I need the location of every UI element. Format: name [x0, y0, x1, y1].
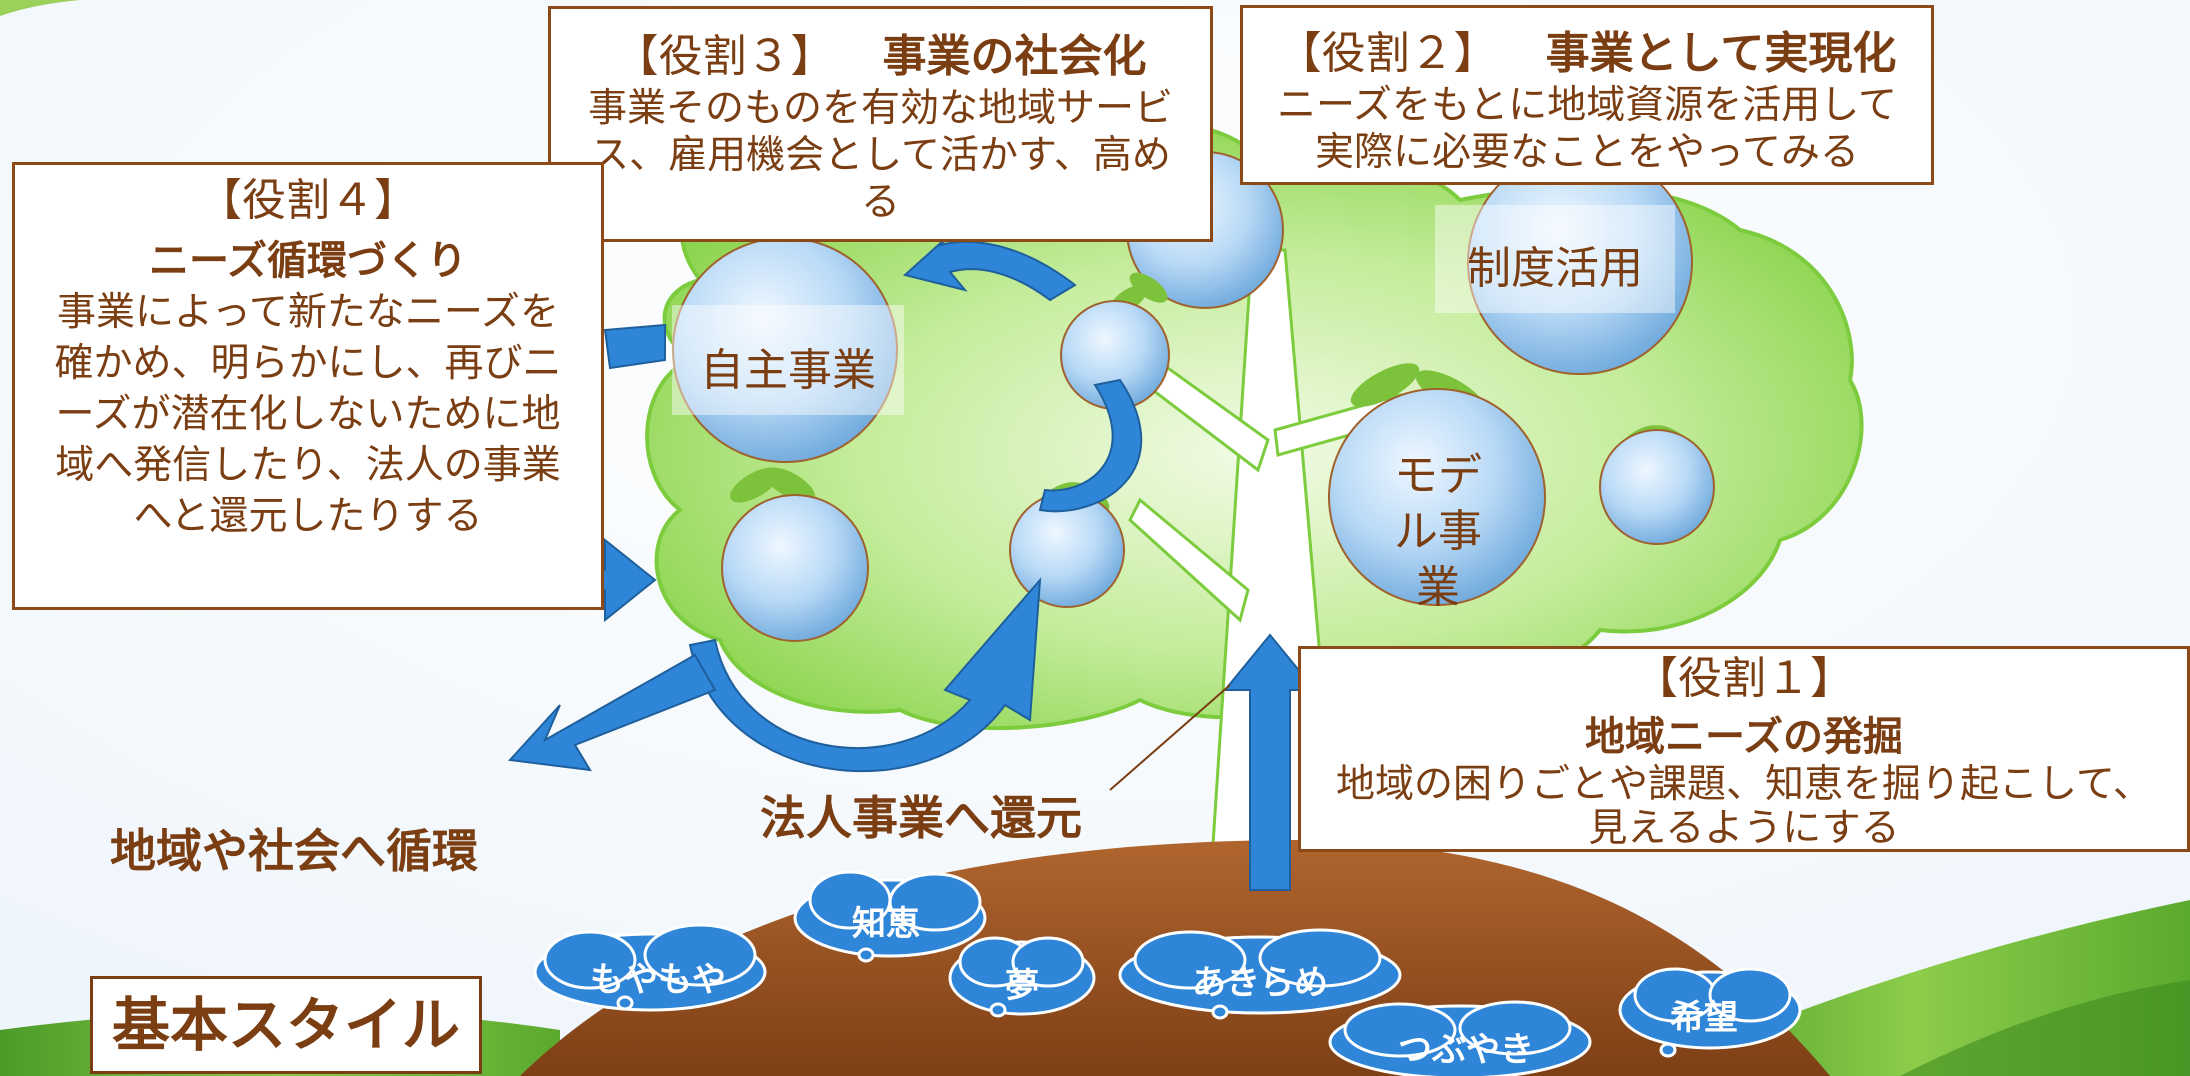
word-clouds: [533, 870, 1802, 1076]
role2-body: ニーズをもとに地域資源を活用して実際に必要なことをやってみる: [1276, 83, 1898, 175]
arrow-from-left-box: [603, 323, 666, 370]
role1-body: 地域の困りごとや課題、知恵を掘り起こして、見えるようにする: [1336, 762, 2152, 851]
arrow-trunk-up: [1222, 633, 1318, 891]
cloud-tsubuyaki: [1328, 1000, 1592, 1076]
return-to-business-label: 法人事業へ還元: [760, 791, 1082, 845]
role3-box: 【役割３】 事業の社会化 事業そのものを有効な地域サービス、雇用機会として活かす…: [548, 6, 1213, 242]
arrow-right-curve: [1038, 378, 1143, 513]
fruit-model-business: [1328, 363, 1546, 606]
cloud-label-akirame: あきらめ: [1192, 963, 1328, 1003]
role1-title: 地域ニーズの発掘: [1585, 714, 1903, 760]
role3-label: 【役割３】: [614, 31, 835, 82]
cloud-chie: [793, 870, 987, 963]
role1-label: 【役割１】: [1634, 653, 1854, 704]
system-use-label-bg: [1435, 205, 1675, 313]
basic-style-box: 基本スタイル: [90, 976, 482, 1074]
cloud-kibou: [1618, 967, 1802, 1058]
role4-title: ニーズ循環づくり: [149, 238, 467, 284]
cloud-label-kibou: 希望: [1670, 998, 1738, 1038]
role3-title-line: 【役割３】 事業の社会化: [551, 29, 1210, 85]
cloud-moyamoya: [533, 923, 767, 1012]
role2-label: 【役割２】: [1277, 28, 1498, 79]
self-business-label-bg: [672, 305, 904, 415]
cycle-arrows: [507, 229, 1318, 891]
role3-title: 事業の社会化: [882, 31, 1147, 82]
cloud-label-yume: 夢: [1005, 966, 1039, 1006]
cloud-akirame: [1118, 928, 1402, 1020]
role3-body: 事業そのものを有効な地域サービス、雇用機会として活かす、高める: [587, 86, 1173, 225]
fruit-left-lower: [721, 467, 869, 642]
cloud-label-tsubuyaki: つぶやき: [1398, 1030, 1534, 1070]
circulate-to-society-label: 地域や社会へ循環: [110, 824, 478, 878]
role4-box: 【役割４】 ニーズ循環づくり 事業によって新たなニーズを確かめ、明らかにし、再び…: [12, 162, 604, 610]
role4-label: 【役割４】: [198, 175, 418, 226]
role2-title: 事業として実現化: [1545, 28, 1897, 79]
role2-box: 【役割２】 事業として実現化 ニーズをもとに地域資源を活用して実際に必要なことを…: [1240, 5, 1934, 185]
cloud-yume: [948, 936, 1096, 1018]
cloud-label-moyamoya: もやもや: [590, 960, 726, 1000]
fruit-small-center: [1060, 272, 1170, 410]
grass-right-dark: [1900, 980, 2190, 1076]
role2-title-line: 【役割２】 事業として実現化: [1243, 26, 1931, 82]
arrow-top-curve: [902, 229, 1077, 302]
connector-line: [1109, 684, 1231, 791]
role4-body: 事業によって新たなニーズを確かめ、明らかにし、再びニーズが潜在化しないために地域…: [54, 290, 562, 539]
arrow-bottom-u: [688, 577, 1042, 773]
arrow-to-society: [507, 653, 717, 772]
cloud-label-chie: 知恵: [852, 904, 920, 944]
system-use-label: 制度活用: [1467, 243, 1643, 294]
model-business-label: モデル事業: [1394, 450, 1482, 613]
fruit-right-small: [1599, 425, 1715, 545]
role1-box: 【役割１】 地域ニーズの発掘 地域の困りごとや課題、知恵を掘り起こして、見えるよ…: [1298, 646, 2190, 852]
self-business-label: 自主事業: [700, 345, 876, 396]
corner-leaf: [0, 0, 80, 16]
